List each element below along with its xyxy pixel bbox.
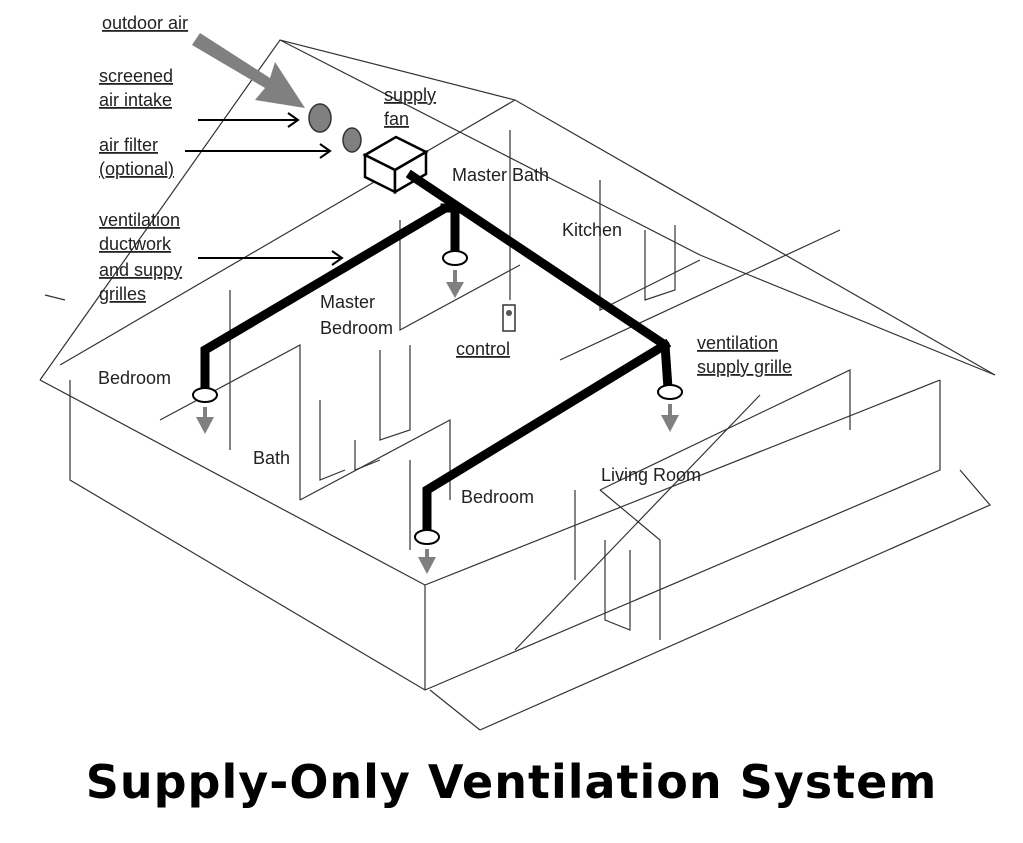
air-filter-label: air filter (99, 135, 158, 155)
room-bedroom-left: Bedroom (98, 368, 171, 388)
down-arrow-icon (196, 407, 214, 434)
screened-intake-label: screened (99, 66, 173, 86)
grille-icon (442, 250, 468, 266)
ductwork-label: ventilation (99, 210, 180, 230)
callout-labels: outdoor air screened air intake air filt… (99, 13, 792, 377)
supply-fan-label: supply (384, 85, 436, 105)
room-kitchen: Kitchen (562, 220, 622, 240)
screened-intake-label: air intake (99, 90, 172, 110)
down-arrow-icon (446, 270, 464, 298)
grille-icon (192, 387, 218, 403)
ductwork (200, 169, 673, 535)
grille-icon (657, 384, 683, 400)
leader-arrows (185, 112, 344, 266)
ductwork-label: ductwork (99, 234, 172, 254)
diagram-title: Supply-Only Ventilation System (85, 755, 938, 809)
airflow-arrows (196, 270, 679, 574)
supply-grilles (192, 250, 683, 545)
down-arrow-icon (418, 549, 436, 574)
air-filter-label: (optional) (99, 159, 174, 179)
grille-icon (414, 529, 440, 545)
screened-intake-icon (308, 103, 332, 133)
supply-grille-label: supply grille (697, 357, 792, 377)
ductwork-label: and suppy (99, 260, 182, 280)
outdoor-air-label: outdoor air (102, 13, 188, 33)
room-master-bedroom: Bedroom (320, 318, 393, 338)
room-master-bath: Master Bath (452, 165, 549, 185)
room-living-room: Living Room (601, 465, 701, 485)
supply-fan-label: fan (384, 109, 409, 129)
room-master-bedroom: Master (320, 292, 375, 312)
room-bath: Bath (253, 448, 290, 468)
intake-assembly (192, 33, 429, 195)
down-arrow-icon (661, 404, 679, 432)
air-filter-icon (342, 127, 362, 153)
supply-grille-label: ventilation (697, 333, 778, 353)
ductwork-label: grilles (99, 284, 146, 304)
control-label: control (456, 339, 510, 359)
room-bedroom-front: Bedroom (461, 487, 534, 507)
house-outline (39, 39, 996, 731)
room-labels: Master Bath Kitchen Master Bedroom Bedro… (98, 165, 701, 507)
outdoor-air-arrow (192, 33, 305, 108)
control-icon (502, 304, 516, 332)
